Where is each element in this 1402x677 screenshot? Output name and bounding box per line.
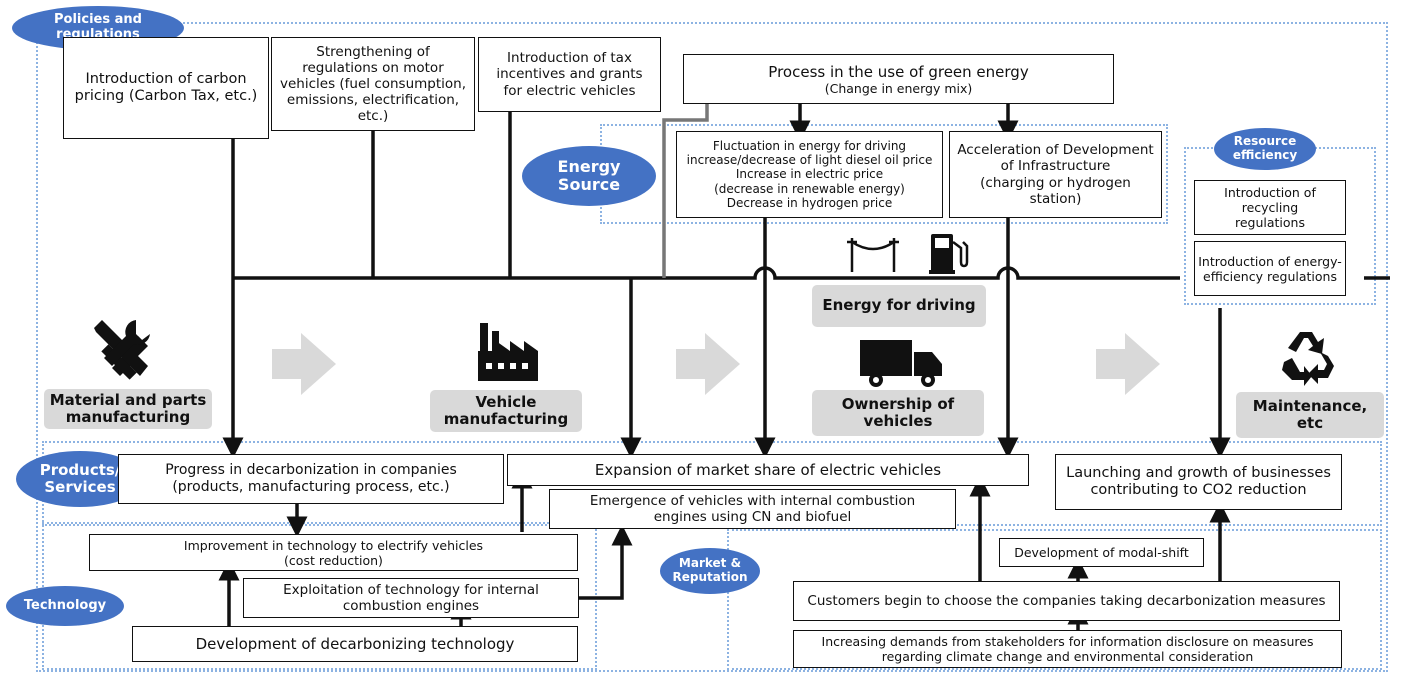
policies-region bbox=[36, 22, 1388, 672]
category-resource-efficiency: Resource efficiency bbox=[1214, 128, 1316, 170]
green-energy-subtitle: (Change in energy mix) bbox=[824, 80, 973, 96]
stakeholder-demands-box: Increasing demands from stakeholders for… bbox=[793, 630, 1342, 668]
stage-vehicle-manufacturing: Vehicle manufacturing bbox=[430, 390, 582, 432]
stage-energy-for-driving: Energy for driving bbox=[812, 285, 986, 327]
category-market-reputation: Market & Reputation bbox=[660, 548, 760, 594]
tools-icon bbox=[94, 320, 150, 380]
tax-incentives-box: Introduction of tax incentives and grant… bbox=[478, 37, 661, 112]
energy-fluctuation-box: Fluctuation in energy for driving increa… bbox=[676, 131, 943, 218]
decarbonization-progress-box: Progress in decarbonization in companies… bbox=[118, 454, 504, 504]
ice-technology-box: Exploitation of technology for internal … bbox=[243, 578, 579, 618]
ev-market-share-box: Expansion of market share of electric ve… bbox=[507, 454, 1029, 486]
green-energy-box: Process in the use of green energy (Chan… bbox=[683, 54, 1114, 104]
infrastructure-box: Acceleration of Development of Infrastru… bbox=[949, 131, 1162, 218]
truck-icon bbox=[860, 340, 942, 387]
customers-choice-box: Customers begin to choose the companies … bbox=[793, 581, 1340, 621]
stage-maintenance: Maintenance, etc bbox=[1236, 392, 1384, 438]
electrify-technology-box: Improvement in technology to electrify v… bbox=[89, 534, 578, 571]
power-line-icon bbox=[847, 238, 899, 272]
fuel-pump-icon bbox=[929, 234, 969, 274]
carbon-pricing-box: Introduction of carbon pricing (Carbon T… bbox=[63, 37, 269, 139]
stage-ownership-of-vehicles: Ownership of vehicles bbox=[812, 390, 984, 436]
category-energy-source: Energy Source bbox=[522, 146, 656, 206]
co2-business-box: Launching and growth of businesses contr… bbox=[1055, 454, 1342, 510]
recycle-icon bbox=[1282, 332, 1334, 386]
decarbonizing-technology-box: Development of decarbonizing technology bbox=[132, 626, 578, 662]
cn-biofuel-vehicles-box: Emergence of vehicles with internal comb… bbox=[549, 489, 956, 529]
energy-efficiency-box: Introduction of energy- efficiency regul… bbox=[1194, 241, 1346, 296]
factory-icon bbox=[478, 323, 538, 381]
stage-material-manufacturing: Material and parts manufacturing bbox=[44, 389, 212, 429]
category-technology: Technology bbox=[6, 586, 124, 626]
market-region bbox=[727, 529, 1382, 670]
recycling-regulations-box: Introduction of recycling regulations bbox=[1194, 180, 1346, 235]
modal-shift-box: Development of modal-shift bbox=[999, 538, 1204, 567]
green-energy-title: Process in the use of green energy bbox=[768, 62, 1029, 81]
vehicle-regulations-box: Strengthening of regulations on motor ve… bbox=[271, 37, 475, 131]
